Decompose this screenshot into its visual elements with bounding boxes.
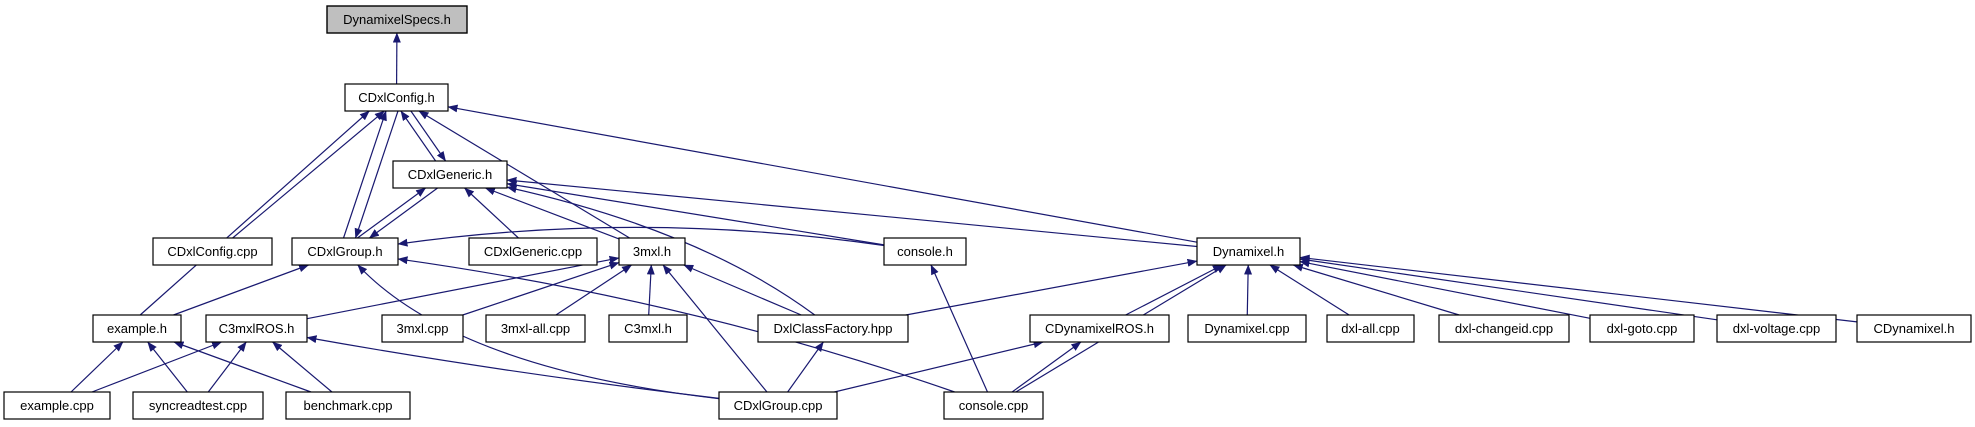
graph-node-DxlClassFactory.hpp[interactable]: DxlClassFactory.hpp bbox=[757, 314, 909, 343]
include-edge bbox=[834, 340, 1044, 393]
graph-node-label: console.h bbox=[897, 244, 953, 259]
include-edge bbox=[1011, 341, 1082, 393]
graph-node-CDynamixel.h[interactable]: CDynamixel.h bbox=[1856, 314, 1972, 343]
graph-node-label: dxl-goto.cpp bbox=[1607, 321, 1678, 336]
graph-node-C3mxlROS.h[interactable]: C3mxlROS.h bbox=[205, 314, 308, 343]
graph-node-label: example.cpp bbox=[20, 398, 94, 413]
include-edge bbox=[418, 110, 630, 239]
include-edge bbox=[400, 110, 437, 162]
graph-node-label: CDxlGroup.cpp bbox=[734, 398, 823, 413]
graph-node-label: C3mxlROS.h bbox=[219, 321, 295, 336]
include-edge bbox=[555, 264, 632, 316]
graph-node-label: benchmark.cpp bbox=[304, 398, 393, 413]
include-edge bbox=[306, 335, 720, 399]
graph-node-label: DxlClassFactory.hpp bbox=[774, 321, 893, 336]
include-edge bbox=[1125, 264, 1223, 316]
graph-node-label: CDxlGeneric.h bbox=[408, 167, 493, 182]
include-edge bbox=[354, 110, 399, 239]
include-edge bbox=[646, 264, 655, 316]
graph-node-3mxl.h[interactable]: 3mxl.h bbox=[618, 237, 686, 266]
include-edge bbox=[662, 264, 768, 393]
graph-node-C3mxl.h[interactable]: C3mxl.h bbox=[608, 314, 688, 343]
graph-node-label: 3mxl-all.cpp bbox=[501, 321, 570, 336]
include-edge bbox=[173, 264, 310, 316]
include-edge bbox=[1299, 256, 1718, 321]
include-edge bbox=[232, 110, 385, 239]
graph-node-benchmark.cpp[interactable]: benchmark.cpp bbox=[285, 391, 411, 420]
graph-node-label: dxl-voltage.cpp bbox=[1733, 321, 1820, 336]
include-edge bbox=[342, 110, 387, 239]
graph-node-dxl-changeid.cpp[interactable]: dxl-changeid.cpp bbox=[1438, 314, 1570, 343]
graph-node-3mxl-all.cpp[interactable]: 3mxl-all.cpp bbox=[485, 314, 586, 343]
graph-node-label: 3mxl.h bbox=[633, 244, 671, 259]
include-edge bbox=[462, 261, 620, 316]
include-edge bbox=[410, 110, 447, 162]
include-edge bbox=[369, 187, 438, 239]
include-edge bbox=[930, 264, 989, 393]
graph-node-label: dxl-all.cpp bbox=[1341, 321, 1400, 336]
graph-node-CDxlGroup.h[interactable]: CDxlGroup.h bbox=[291, 237, 399, 266]
graph-node-label: CDynamixelROS.h bbox=[1045, 321, 1154, 336]
include-edge bbox=[306, 255, 620, 320]
graph-node-dxl-voltage.cpp[interactable]: dxl-voltage.cpp bbox=[1716, 314, 1837, 343]
graph-node-label: DynamixelSpecs.h bbox=[343, 12, 451, 27]
graph-node-CDxlConfig.cpp[interactable]: CDxlConfig.cpp bbox=[152, 237, 273, 266]
include-edge bbox=[506, 176, 1198, 248]
graph-node-label: console.cpp bbox=[959, 398, 1028, 413]
graph-node-CDxlGeneric.cpp[interactable]: CDxlGeneric.cpp bbox=[468, 237, 598, 266]
graph-node-label: 3mxl.cpp bbox=[396, 321, 448, 336]
include-edge bbox=[1299, 259, 1591, 319]
graph-node-label: C3mxl.h bbox=[624, 321, 672, 336]
graph-node-example.h[interactable]: example.h bbox=[92, 314, 182, 343]
graph-node-label: CDynamixel.h bbox=[1874, 321, 1955, 336]
graph-node-dxl-all.cpp[interactable]: dxl-all.cpp bbox=[1326, 314, 1415, 343]
include-edge bbox=[1299, 254, 1858, 323]
include-edge bbox=[139, 110, 370, 316]
include-edge bbox=[357, 264, 720, 400]
graph-node-CDynamixelROS.h[interactable]: CDynamixelROS.h bbox=[1029, 314, 1170, 343]
graph-node-console.h[interactable]: console.h bbox=[883, 237, 967, 266]
graph-node-Dynamixel.h[interactable]: Dynamixel.h bbox=[1196, 237, 1301, 266]
graph-node-label: Dynamixel.h bbox=[1213, 244, 1285, 259]
include-edge bbox=[787, 341, 824, 393]
include-edge bbox=[1269, 264, 1350, 316]
include-edge bbox=[464, 187, 519, 239]
include-edge bbox=[1292, 263, 1460, 316]
graph-node-CDxlGeneric.h[interactable]: CDxlGeneric.h bbox=[392, 160, 508, 189]
include-edge bbox=[397, 256, 955, 393]
graph-node-label: dxl-changeid.cpp bbox=[1455, 321, 1553, 336]
graph-node-console.cpp[interactable]: console.cpp bbox=[943, 391, 1044, 420]
graph-node-label: CDxlConfig.cpp bbox=[167, 244, 257, 259]
graph-node-example.cpp[interactable]: example.cpp bbox=[3, 391, 111, 420]
graph-node-label: syncreadtest.cpp bbox=[149, 398, 247, 413]
include-edge bbox=[484, 187, 620, 240]
include-edge bbox=[506, 181, 885, 246]
graph-node-CDxlConfig.h[interactable]: CDxlConfig.h bbox=[344, 83, 449, 112]
graph-node-label: CDxlGroup.h bbox=[307, 244, 382, 259]
graph-node-label: example.h bbox=[107, 321, 167, 336]
include-edge bbox=[905, 258, 1198, 316]
include-edge bbox=[683, 264, 802, 316]
include-edge bbox=[357, 187, 426, 239]
include-edge bbox=[397, 226, 885, 247]
include-edge bbox=[272, 341, 333, 393]
graph-node-CDxlGroup.cpp[interactable]: CDxlGroup.cpp bbox=[718, 391, 838, 420]
graph-node-label: Dynamixel.cpp bbox=[1204, 321, 1289, 336]
graph-node-dxl-goto.cpp[interactable]: dxl-goto.cpp bbox=[1589, 314, 1695, 343]
include-edge bbox=[147, 341, 188, 393]
graph-node-Dynamixel.cpp[interactable]: Dynamixel.cpp bbox=[1187, 314, 1307, 343]
include-edge bbox=[91, 341, 222, 393]
include-edge bbox=[70, 341, 124, 393]
include-edge bbox=[207, 341, 247, 393]
include-edge bbox=[1244, 264, 1253, 316]
graph-node-syncreadtest.cpp[interactable]: syncreadtest.cpp bbox=[132, 391, 264, 420]
include-edge bbox=[173, 341, 312, 393]
graph-node-DynamixelSpecs.h: DynamixelSpecs.h bbox=[326, 5, 468, 34]
graph-node-3mxl.cpp[interactable]: 3mxl.cpp bbox=[381, 314, 464, 343]
graph-node-label: CDxlGeneric.cpp bbox=[484, 244, 582, 259]
graph-node-label: CDxlConfig.h bbox=[358, 90, 435, 105]
include-edge bbox=[447, 104, 1198, 243]
